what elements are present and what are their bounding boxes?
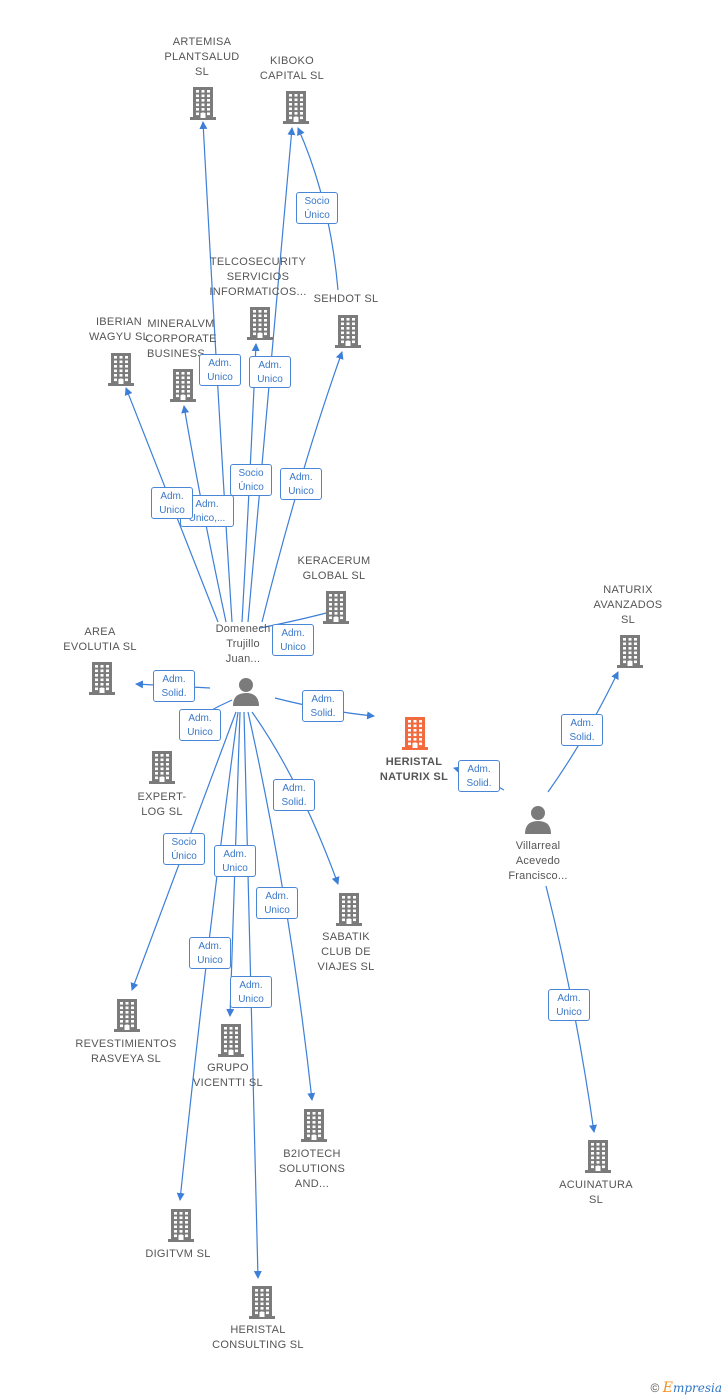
building-icon-kiboko[interactable] [281, 90, 311, 124]
node-label-iberian[interactable]: IBERIAN WAGYU SL [88, 316, 150, 343]
tag-adm-unico-b2iotech[interactable]: Adm. Unico [256, 887, 298, 919]
building-icon-b2iotech[interactable] [299, 1108, 329, 1142]
tag-adm-unico-vicentti[interactable]: Adm. Unico [214, 845, 256, 877]
node-label-expert-log[interactable]: EXPERT- LOG SL [137, 791, 187, 818]
tag-adm-unico-expert[interactable]: Adm. Unico [179, 709, 221, 741]
building-icon-revestimientos[interactable] [112, 998, 142, 1032]
building-icon-expert-log[interactable] [147, 750, 177, 784]
building-icon-iberian[interactable] [106, 352, 136, 386]
node-label-sabatik[interactable]: SABATIK CLUB DE VIAJES SL [317, 931, 375, 973]
tag-socio-unico-revest[interactable]: Socio Único [163, 833, 205, 865]
person-icon-domenech[interactable] [231, 676, 261, 706]
brand-logo-text: mpresia [672, 1381, 722, 1395]
tag-adm-unico-digitvm[interactable]: Adm. Unico [189, 937, 231, 969]
footer-brand: © Empresia [651, 1380, 722, 1396]
building-icon-sehdot[interactable] [333, 314, 363, 348]
tag-adm-unico-acuinatura[interactable]: Adm. Unico [548, 989, 590, 1021]
person-label-domenech[interactable]: Domenech Trujillo Juan... [215, 623, 271, 665]
tag-adm-solid-heristal[interactable]: Adm. Solid. [302, 690, 344, 722]
tag-adm-unico-telco[interactable]: Adm. Unico [199, 354, 241, 386]
node-label-b2iotech[interactable]: B2IOTECH SOLUTIONS AND... [278, 1148, 346, 1190]
building-icon-artemisa[interactable] [188, 86, 218, 120]
node-label-heristal-consulting[interactable]: HERISTAL CONSULTING SL [212, 1324, 304, 1351]
node-label-area-evolutia[interactable]: AREA EVOLUTIA SL [63, 626, 137, 653]
node-label-grupo-vicentti[interactable]: GRUPO VICENTTI SL [193, 1062, 263, 1089]
tag-adm-solid-area[interactable]: Adm. Solid. [153, 670, 195, 702]
node-label-telcosecurity[interactable]: TELCOSECURITY SERVICIOS INFORMATICOS... [209, 256, 307, 298]
tag-adm-solid-naturix[interactable]: Adm. Solid. [561, 714, 603, 746]
node-label-digitvm[interactable]: DIGITVM SL [145, 1248, 211, 1260]
building-icon-heristal-naturix[interactable] [400, 716, 430, 750]
edge-domenech-keracerum [259, 611, 331, 629]
building-icon-naturix-avanzados[interactable] [615, 634, 645, 668]
copyright-symbol: © [650, 1381, 660, 1395]
node-label-sehdot[interactable]: SEHDOT SL [313, 293, 379, 305]
tag-adm-unico-keracerum[interactable]: Adm. Unico [272, 624, 314, 656]
building-icon-acuinatura[interactable] [583, 1139, 613, 1173]
node-label-revestimientos[interactable]: REVESTIMIENTOS RASVEYA SL [75, 1038, 177, 1065]
node-label-artemisa[interactable]: ARTEMISA PLANTSALUD SL [164, 36, 240, 78]
node-label-mineralvm[interactable]: MINERALVM CORPORATE BUSINESS... [145, 318, 217, 360]
node-label-naturix-avanzados[interactable]: NATURIX AVANZADOS SL [593, 584, 663, 626]
building-icon-keracerum[interactable] [321, 590, 351, 624]
building-icon-grupo-vicentti[interactable] [216, 1023, 246, 1057]
tag-adm-solid-villarreal-heristal[interactable]: Adm. Solid. [458, 760, 500, 792]
building-icon-sabatik[interactable] [334, 892, 364, 926]
tag-socio-unico-center[interactable]: Socio Único [230, 464, 272, 496]
tag-adm-unico-sehdot[interactable]: Adm. Unico [280, 468, 322, 500]
tag-adm-solid-sabatik[interactable]: Adm. Solid. [273, 779, 315, 811]
building-icon-mineralvm[interactable] [168, 368, 198, 402]
node-label-kiboko[interactable]: KIBOKO CAPITAL SL [259, 55, 325, 82]
person-label-villarreal[interactable]: Villarreal Acevedo Francisco... [508, 840, 568, 882]
brand-logo-e: E [662, 1380, 673, 1396]
tag-adm-unico-kiboko[interactable]: Adm. Unico [249, 356, 291, 388]
building-icon-heristal-consulting[interactable] [247, 1285, 277, 1319]
building-icon-area-evolutia[interactable] [87, 661, 117, 695]
building-icon-telcosecurity[interactable] [245, 306, 275, 340]
building-icon-digitvm[interactable] [166, 1208, 196, 1242]
tag-adm-unico-iberian[interactable]: Adm. Unico [151, 487, 193, 519]
node-label-acuinatura[interactable]: ACUINATURA SL [559, 1179, 633, 1206]
node-label-heristal-naturix[interactable]: HERISTAL NATURIX SL [379, 756, 449, 783]
tag-socio-unico-kiboko[interactable]: Socio Único [296, 192, 338, 224]
tag-adm-unico-consulting[interactable]: Adm. Unico [230, 976, 272, 1008]
person-icon-villarreal[interactable] [523, 804, 553, 834]
node-label-keracerum[interactable]: KERACERUM GLOBAL SL [297, 555, 371, 582]
